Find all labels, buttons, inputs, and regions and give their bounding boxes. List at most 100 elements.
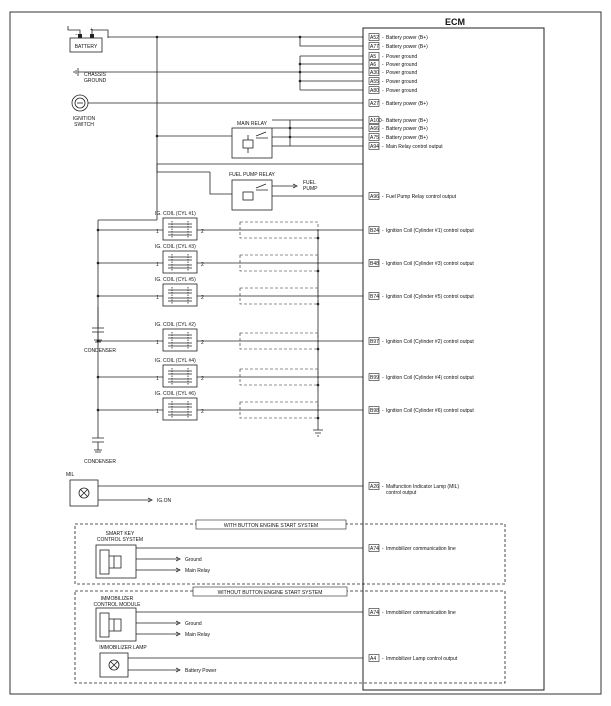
ecm-pin-16: B97-Ignition Coil (Cylinder #2) control …: [368, 337, 474, 345]
ecm-pin-19: A26-Malfunction Indicator Lamp (MIL)cont…: [368, 482, 459, 496]
ecm-pin-list: A52-Battery power (B+)A77-Battery power …: [368, 33, 474, 662]
ecm-pin-dash: -: [382, 484, 384, 490]
ecm-pin-label: Battery power (B+): [386, 35, 428, 41]
ecm-pin-dash: -: [382, 610, 384, 616]
fuel-pump-label-1: FUEL: [303, 180, 316, 186]
ecm-pin-dash: -: [382, 126, 384, 132]
ecm-pin-6: A80-Power ground: [368, 86, 417, 94]
coil-pin-2: 2: [201, 229, 204, 235]
smart-key-ground-label: Ground: [185, 557, 202, 563]
ignition-coil-label: IG. COIL (CYL #5): [155, 277, 196, 283]
without-button-system: WITHOUT BUTTON ENGINE START SYSTEM IMMOB…: [74, 586, 506, 684]
ecm-pin-code: B24: [370, 228, 379, 234]
ecm-pin-18: B98-Ignition Coil (Cylinder #6) control …: [368, 406, 474, 414]
ecm-pin-label: Immobilizer Lamp control output: [386, 656, 458, 662]
ecm-pin-label: Ignition Coil (Cylinder #6) control outp…: [386, 408, 474, 414]
coil-pin-2: 2: [201, 409, 204, 415]
coil-pin-1: 1: [156, 409, 159, 415]
ecm-pin-label: Power ground: [386, 70, 417, 76]
coil-pin-2: 2: [201, 376, 204, 382]
ecm-pin-dash: -: [382, 135, 384, 141]
fuel-pump-label-2: PUMP: [303, 186, 318, 192]
immobilizer-lamp-label: IMMOBILIZER LAMP: [99, 645, 147, 651]
mil-label: MIL: [66, 472, 75, 478]
ignition-switch-label-2: SWITCH: [74, 122, 94, 128]
coil-pin-1: 1: [156, 229, 159, 235]
ecm-pin-4: A30-Power ground: [368, 68, 417, 76]
immobilizer-label-1: IMMOBILIZER: [101, 596, 134, 602]
ecm-pin-code: B74: [370, 294, 379, 300]
ecm-pin-label: Battery power (B+): [386, 118, 428, 124]
ecm-pin-label: Ignition Coil (Cylinder #4) control outp…: [386, 375, 474, 381]
ecm-pin-code: A66: [370, 126, 379, 132]
ecm-pin-dash: -: [382, 261, 384, 267]
ecm-pin-5: A55-Power ground: [368, 77, 417, 85]
coil-pin-1: 1: [156, 340, 159, 346]
smart-key-main-relay-label: Main Relay: [185, 568, 211, 574]
ground-pin-wires: [300, 55, 363, 91]
ignition-switch-label-1: IGNITION: [73, 116, 96, 122]
svg-text:−: −: [75, 32, 78, 38]
ecm-pin-label: Battery power (B+): [386, 101, 428, 107]
ecm-pin-code: A94: [370, 144, 379, 150]
ecm-pin-code: A27: [370, 101, 379, 107]
ecm-pin-code: A77: [370, 44, 379, 50]
ecm-pin-label: Battery power (B+): [386, 44, 428, 50]
battery-label: BATTERY: [75, 44, 98, 50]
ecm-pin-code: A74: [370, 610, 379, 616]
ecm-pin-label: Immobilizer communication line: [386, 546, 456, 552]
ecm-pin-code: A55: [370, 79, 379, 85]
condenser-1-label: CONDENSER: [84, 348, 116, 354]
ecm-pin-label: Battery power (B+): [386, 126, 428, 132]
ecm-pin-15: B74-Ignition Coil (Cylinder #5) control …: [368, 292, 474, 300]
ig-on-label: IG.ON: [157, 498, 172, 504]
main-relay: MAIN RELAY: [231, 121, 273, 159]
battery-neg-wire: [67, 26, 81, 34]
ecm-pin-2: A5-Power ground: [368, 52, 417, 60]
ecm-pin-20: A74-Immobilizer communication line: [368, 544, 456, 552]
ig-on-arrow: [147, 497, 153, 503]
ignition-coil-label: IG. COIL (CYL #3): [155, 244, 196, 250]
ecm-pin-dash: -: [382, 546, 384, 552]
condenser-1: CONDENSER: [84, 320, 116, 354]
ecm-pin-label: Battery power (B+): [386, 135, 428, 141]
ecm-pin-dash: -: [382, 194, 384, 200]
ecm-pin-label: Power ground: [386, 62, 417, 68]
ecm-pin-dash: -: [382, 54, 384, 60]
battery-plus-wire: [91, 29, 363, 38]
ecm-pin-9: A66-Battery power (B+): [368, 124, 428, 132]
ecm-pin-dash: -: [382, 408, 384, 414]
ecm-pin-dash: -: [382, 118, 384, 124]
ecm-pin-code: B97: [370, 339, 379, 345]
ecm-pin-code: A30: [370, 70, 379, 76]
condenser-2-label: CONDENSER: [84, 459, 116, 465]
ecm-pin-dash: -: [382, 339, 384, 345]
chassis-ground-label-2: GROUND: [84, 78, 107, 84]
main-relay-outputs: [272, 119, 363, 147]
coil-pin-1: 1: [156, 262, 159, 268]
ecm-pin-label: Malfunction Indicator Lamp (MIL): [386, 484, 459, 490]
ecm-pin-13: B24-Ignition Coil (Cylinder #1) control …: [368, 226, 474, 234]
chassis-ground-label-1: CHASSIS: [84, 72, 107, 78]
ecm-pin-label: Ignition Coil (Cylinder #1) control outp…: [386, 228, 474, 234]
ecm-pin-label: Ignition Coil (Cylinder #2) control outp…: [386, 339, 474, 345]
ecm-pin-3: A6-Power ground: [368, 60, 417, 68]
ignition-coil-label: IG. COIL (CYL #1): [155, 211, 196, 217]
coil-pin-2: 2: [201, 262, 204, 268]
ecm-pin-label: Ignition Coil (Cylinder #5) control outp…: [386, 294, 474, 300]
ecm-pin-label: Power ground: [386, 88, 417, 94]
ecm-pin-code: B98: [370, 408, 379, 414]
mil: MIL: [66, 472, 99, 507]
ecm-pin-dash: -: [382, 70, 384, 76]
ecm-pin-22: A4-Immobilizer Lamp control output: [368, 654, 458, 662]
ecm-box: [362, 27, 545, 691]
condenser-2: CONDENSER: [84, 430, 116, 465]
coil-pin-1: 1: [156, 295, 159, 301]
battery: − + BATTERY: [69, 27, 103, 53]
ecm-pin-label: Immobilizer communication line: [386, 610, 456, 616]
